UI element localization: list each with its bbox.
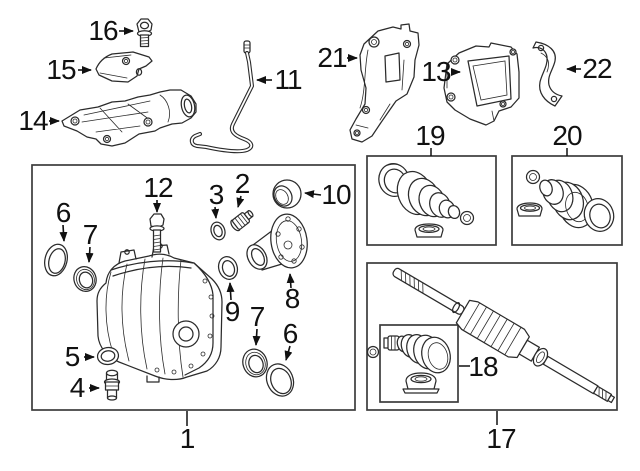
callout-12[interactable]: 12 bbox=[143, 172, 173, 203]
part-9-seal bbox=[217, 256, 239, 280]
part-1-differential-assembly bbox=[44, 179, 308, 401]
callout-10[interactable]: 10 bbox=[321, 179, 351, 210]
part-7-seal-left bbox=[73, 266, 97, 292]
box-group-17 bbox=[366, 262, 618, 411]
callout-11[interactable]: 11 bbox=[274, 64, 302, 95]
arrow-10 bbox=[304, 190, 322, 199]
arrow-9 bbox=[226, 282, 235, 301]
callout-15[interactable]: 15 bbox=[46, 54, 76, 85]
part-4-drain-plug bbox=[103, 369, 121, 401]
part-21-mounting-bracket bbox=[349, 23, 420, 143]
part-6-oring-right bbox=[265, 363, 295, 397]
callout-17[interactable]: 17 bbox=[486, 423, 516, 454]
part-3-seal-ring bbox=[210, 221, 226, 241]
part-11-dipstick bbox=[189, 40, 254, 154]
callout-arrows bbox=[49, 27, 581, 426]
callout-21[interactable]: 21 bbox=[317, 42, 347, 73]
part-2-breather-plug bbox=[230, 210, 254, 232]
callout-2[interactable]: 2 bbox=[234, 168, 251, 199]
arrow-6-left bbox=[59, 224, 68, 242]
part-13-side-bracket bbox=[443, 42, 520, 126]
arrow-7-left bbox=[85, 246, 94, 263]
callout-6-left[interactable]: 6 bbox=[55, 197, 72, 228]
part-20-boot-kit bbox=[516, 169, 615, 232]
callout-9[interactable]: 9 bbox=[224, 296, 241, 327]
box-group-1 bbox=[31, 164, 356, 411]
callout-7-right[interactable]: 7 bbox=[249, 301, 266, 332]
callout-4[interactable]: 4 bbox=[69, 372, 86, 403]
callout-1[interactable]: 1 bbox=[179, 423, 196, 454]
part-17-axle-shaft bbox=[366, 267, 616, 404]
callout-13[interactable]: 13 bbox=[421, 56, 451, 87]
part-10-cap bbox=[272, 179, 302, 209]
part-14-support-bracket bbox=[61, 89, 197, 147]
callout-14[interactable]: 14 bbox=[18, 105, 48, 136]
callout-5[interactable]: 5 bbox=[64, 341, 81, 372]
part-5-gasket bbox=[96, 346, 120, 366]
callout-6-right[interactable]: 6 bbox=[282, 318, 299, 349]
callout-16[interactable]: 16 bbox=[88, 15, 118, 46]
part-18-boot-kit bbox=[383, 334, 451, 394]
callout-3[interactable]: 3 bbox=[208, 179, 225, 210]
part-8-companion-flange bbox=[246, 213, 308, 271]
callout-22[interactable]: 22 bbox=[582, 53, 612, 84]
arrow-7-right bbox=[252, 328, 261, 346]
part-12-bolt bbox=[149, 213, 165, 253]
box-group-18 bbox=[379, 324, 459, 403]
part-6-oring-left bbox=[44, 243, 68, 277]
part-7-seal-right bbox=[242, 348, 268, 378]
part-19-boot-kit bbox=[378, 163, 475, 238]
part-16-flange-bolt bbox=[136, 18, 153, 48]
arrow-3 bbox=[211, 206, 220, 219]
arrow-8 bbox=[286, 273, 295, 289]
callout-19[interactable]: 19 bbox=[415, 120, 445, 151]
callout-7-left[interactable]: 7 bbox=[82, 219, 99, 250]
callout-8[interactable]: 8 bbox=[284, 283, 301, 314]
part-15-plate-bracket bbox=[95, 51, 153, 83]
callout-18[interactable]: 18 bbox=[468, 351, 498, 382]
part-22-strap-bracket bbox=[532, 41, 563, 107]
arrow-6-right bbox=[284, 345, 293, 361]
callout-20[interactable]: 20 bbox=[552, 120, 582, 151]
arrow-2 bbox=[236, 195, 245, 208]
